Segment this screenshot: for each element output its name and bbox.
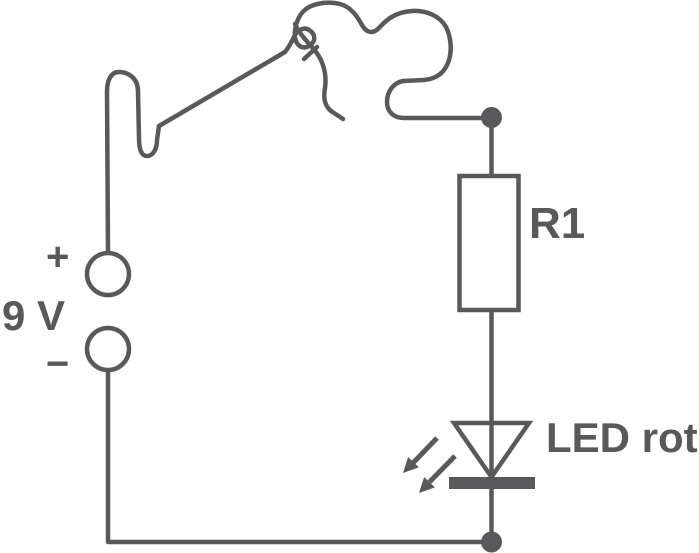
loose-coiled-wire	[104, 0, 487, 256]
junction-dot-bottom	[481, 531, 502, 553]
battery-terminal-negative	[84, 325, 132, 373]
arrowhead-icon	[419, 477, 435, 493]
battery-minus-label: −	[46, 342, 69, 386]
loose-wire-knot-stub	[301, 44, 320, 62]
led-label: LED rot	[546, 414, 698, 461]
led-light-arrow-upper	[403, 436, 439, 473]
wire-battery-to-bottom-junction	[105, 367, 485, 545]
arrowhead-icon	[403, 457, 419, 473]
resistor-label: R1	[529, 199, 585, 248]
led-cathode-bar	[449, 477, 535, 489]
battery-voltage-label: 9 V	[2, 292, 65, 339]
led-light-arrows	[403, 436, 457, 493]
loose-wire-strand	[292, 21, 346, 122]
resistor-body	[457, 173, 521, 313]
led-light-arrow-lower	[419, 454, 457, 493]
battery-terminal-positive	[84, 250, 132, 298]
junction-dot-top	[481, 107, 502, 128]
battery-plus-label: +	[46, 235, 69, 279]
led-triangle	[449, 420, 534, 481]
